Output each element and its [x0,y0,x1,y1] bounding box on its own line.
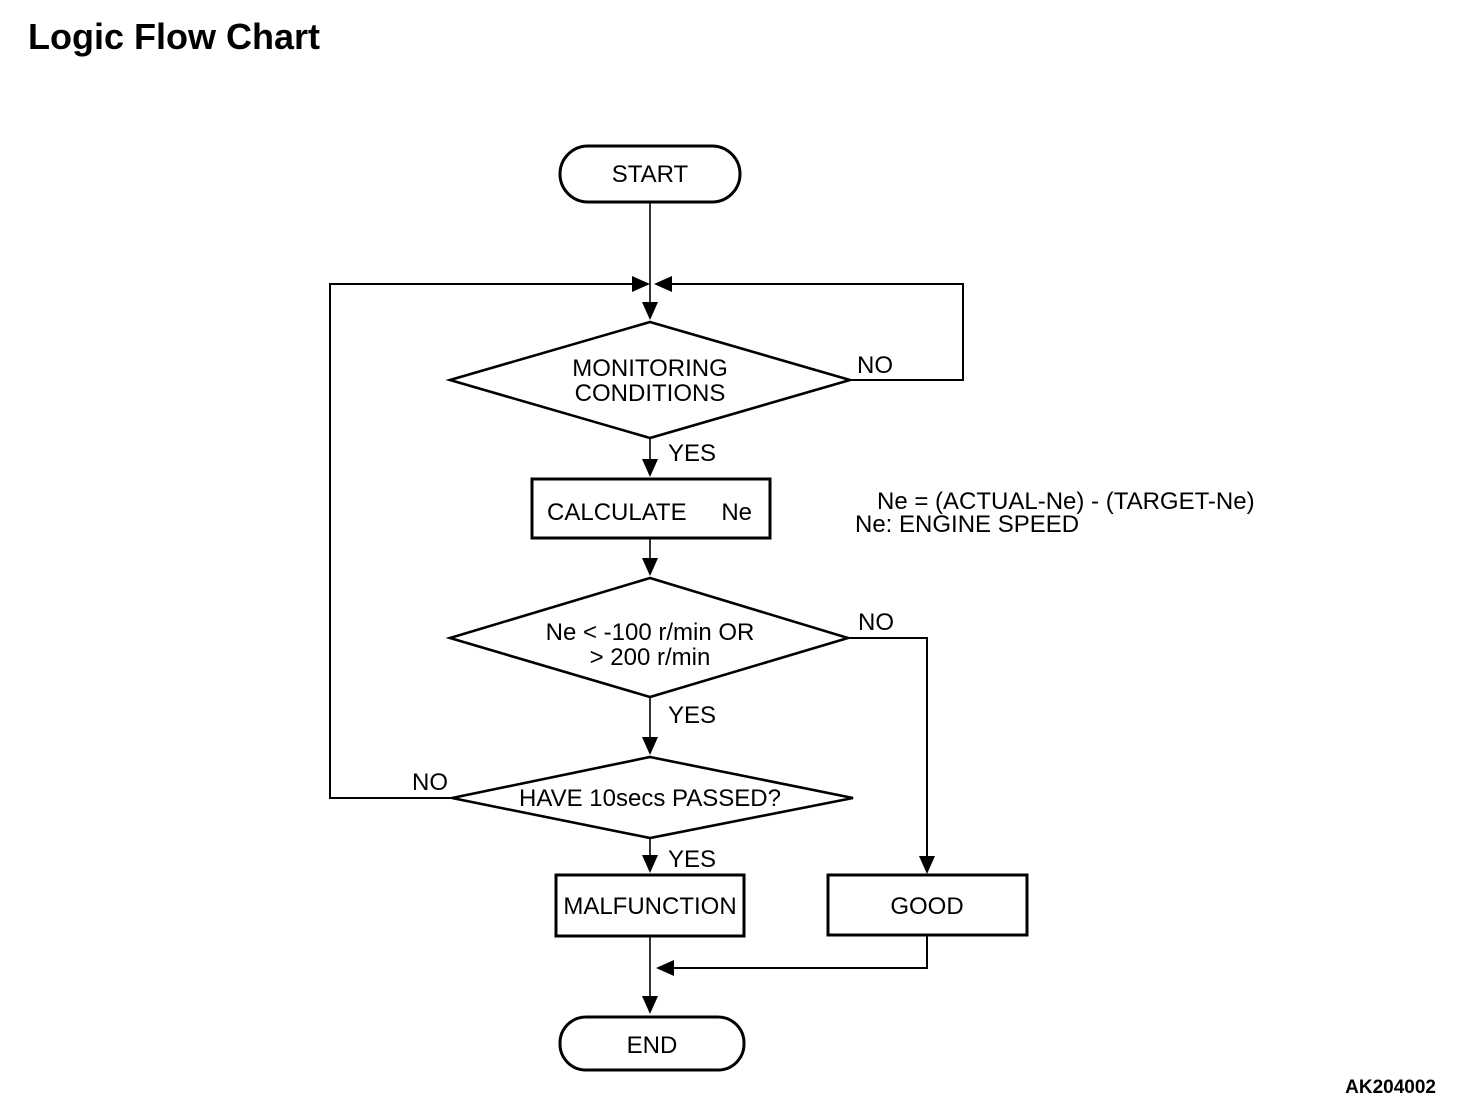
ten-secs-diamond-shape [451,755,854,840]
monitoring-conditions-decision: MONITORING CONDITIONS [445,320,855,440]
calculate-box-shape [530,477,772,540]
end-node: END [558,1015,746,1072]
ten-secs-no-label: NO [412,769,448,796]
page-title: Logic Flow Chart [28,16,320,57]
good-label: GOOD [890,893,963,920]
annotation-formula: Ne = (ACTUAL-Ne) - (TARGET-Ne) [877,488,1255,515]
calculate-variable: Ne [721,499,752,526]
monitoring-label-line2: CONDITIONS [575,380,726,407]
arrowhead-merge [656,960,674,976]
monitoring-no-label: NO [857,352,893,379]
ten-secs-label: HAVE 10secs PASSED? [519,785,781,812]
ne-check-label-line2: > 200 r/min [590,644,711,671]
flow-connectors [329,202,964,1014]
arrowhead-into-ne-check [642,558,658,576]
edge-monitoring-no-loop [672,283,964,381]
malfunction-result: MALFUNCTION [554,873,746,938]
arrowhead-into-ten-secs [642,737,658,755]
end-terminal-shape [558,1015,746,1072]
ten-secs-decision: HAVE 10secs PASSED? [451,755,854,840]
calculate-process: CALCULATE Ne [530,477,772,540]
arrowhead-into-end [642,996,658,1014]
good-result: GOOD [826,873,1029,937]
ne-check-diamond-shape [445,576,853,699]
arrowhead-into-calculate [642,459,658,477]
calculate-label: CALCULATE [547,499,687,526]
ten-secs-yes-label: YES [668,846,716,873]
annotation-definition: Ne: ENGINE SPEED [855,511,1079,538]
start-terminal-shape [558,144,742,204]
edge-ne-check-no [848,637,928,857]
good-box-shape [826,873,1029,937]
ne-check-label-line1: Ne < -100 r/min OR [546,619,755,646]
monitoring-diamond-shape [445,320,855,440]
monitoring-yes-label: YES [668,440,716,467]
monitoring-label-line1: MONITORING [572,355,728,382]
start-label: START [612,161,689,188]
malfunction-label: MALFUNCTION [563,893,736,920]
arrowhead-junction-right [654,276,672,292]
arrowhead-into-malfunction [642,855,658,873]
arrowhead-into-good [919,856,935,874]
end-label: END [627,1032,678,1059]
start-node: START [558,144,742,204]
figure-code: AK204002 [1345,1077,1436,1098]
ne-check-decision: Ne < -100 r/min OR > 200 r/min [445,576,853,699]
edge-good-to-merge [674,935,928,969]
edge-ten-secs-no-loop [329,283,632,799]
formula-annotation: Ne = (ACTUAL-Ne) - (TARGET-Ne) Ne: ENGIN… [855,488,1255,538]
ne-check-yes-label: YES [668,702,716,729]
ne-check-no-label: NO [858,609,894,636]
malfunction-box-shape [554,873,746,938]
arrowhead-junction-left [632,276,650,292]
arrowhead-into-monitoring [642,302,658,320]
